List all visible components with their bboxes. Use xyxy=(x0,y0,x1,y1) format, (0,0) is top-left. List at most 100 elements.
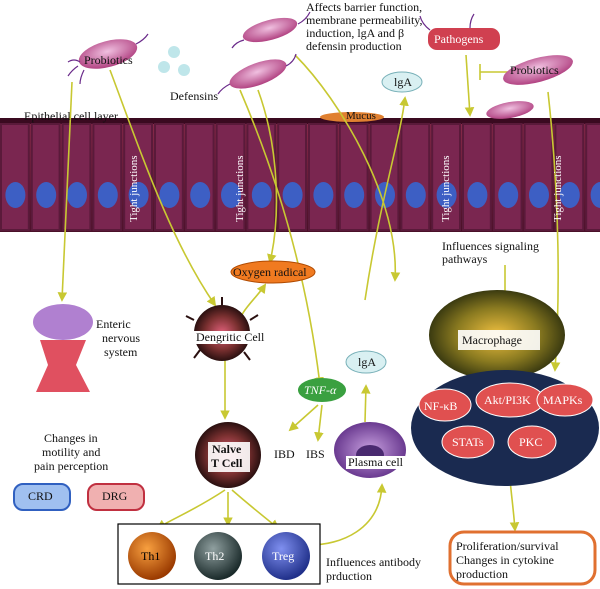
probiotics-left-bacterium xyxy=(67,33,149,85)
stats-label: STATs xyxy=(452,435,484,449)
changes-label-2: motility and xyxy=(42,445,101,459)
th2-shape xyxy=(194,532,242,580)
pathogens-label: Pathogens xyxy=(434,32,484,46)
affects-line-3: induction, lgA and β xyxy=(306,26,405,40)
mucus-label: Mucus xyxy=(346,110,376,122)
brush-border xyxy=(0,118,600,124)
arrow-pathogens xyxy=(464,54,475,117)
iga-mid-label: lgA xyxy=(358,355,376,369)
ibs-label: IBS xyxy=(306,447,325,461)
enteric-label-2: nervous xyxy=(102,331,140,345)
epithelial-cell xyxy=(184,123,215,231)
mucus-bar xyxy=(320,112,384,122)
epithelial-cell xyxy=(308,123,338,231)
enteric-label-3: system xyxy=(104,345,138,359)
affects-line-4: defensin production xyxy=(306,39,402,53)
arrow-to-treg xyxy=(231,489,280,530)
epithelial-cell xyxy=(492,123,523,231)
proliferation-label-2: Changes in cytokine xyxy=(456,553,554,567)
influences-signaling-label-2: pathways xyxy=(442,252,488,266)
arrow-to-oxygen xyxy=(257,89,278,264)
tight-junctions-label-1: Tight junctions xyxy=(128,155,140,222)
th2-label: Th2 xyxy=(205,549,225,563)
epithelial-layer xyxy=(0,118,600,232)
iga-top-shape xyxy=(381,71,423,93)
plasma-cell-shape xyxy=(334,422,406,478)
cell-nucleus xyxy=(97,182,118,208)
enteric-nervous-system-shape xyxy=(33,304,93,392)
cell-nucleus xyxy=(5,182,26,208)
defensins-label: Defensins xyxy=(170,89,218,103)
oxygen-radical-shape xyxy=(230,260,316,284)
arrow-to-ibs xyxy=(314,404,324,442)
arrow-to-plasma xyxy=(309,483,387,546)
th1-shape xyxy=(128,532,176,580)
cell-nucleus xyxy=(529,182,549,208)
naive-label-2: T Cell xyxy=(211,456,243,470)
epithelial-cell xyxy=(30,123,61,231)
epithelial-cell xyxy=(400,123,431,231)
top-bacteria xyxy=(217,11,311,95)
cell-nucleus xyxy=(590,182,600,208)
epithelial-cell xyxy=(585,123,600,231)
tnf-label: TNF-α xyxy=(304,383,337,397)
iga-mid-shape xyxy=(345,350,387,374)
cell-nucleus xyxy=(36,182,57,208)
cell-nucleus xyxy=(405,182,426,208)
epithelial-cell xyxy=(0,123,30,231)
oxygen-radical-label: Oxygen radical xyxy=(233,265,307,279)
th1-label: Th1 xyxy=(141,549,161,563)
arrow-plasma-iga xyxy=(360,384,371,423)
changes-label-3: pain perception xyxy=(34,459,109,473)
epithelial-cell xyxy=(277,123,308,231)
cell-nucleus xyxy=(436,182,457,208)
affects-line-1: Affects barrier function, xyxy=(306,0,423,14)
cell-nucleus xyxy=(344,182,365,208)
probiotics-right-bacterium xyxy=(486,55,573,119)
cell-nucleus xyxy=(282,182,303,208)
epithelial-cell xyxy=(215,123,246,231)
epithelial-cell xyxy=(61,123,92,231)
arrow-to-ibd xyxy=(288,404,319,432)
arrow-to-tnf xyxy=(239,89,324,387)
macrophage-shape xyxy=(429,290,565,380)
proliferation-label-3: production xyxy=(456,567,508,581)
arrow-up-iga xyxy=(364,96,409,301)
epithelial-cell xyxy=(92,123,123,231)
cell-nucleus xyxy=(559,182,580,208)
epithelial-layer-label: Epithelial cell layer xyxy=(24,109,118,123)
crd-shape xyxy=(13,483,71,511)
cell-nucleus xyxy=(221,182,241,208)
epithelial-cell xyxy=(462,123,492,231)
inhibit-line xyxy=(479,64,510,80)
proliferation-box xyxy=(448,530,597,586)
dendritic-cell-label: Dengritic Cell xyxy=(194,330,267,344)
arrow-to-dendritic xyxy=(109,69,217,307)
akt-pi3k-label: Akt/PI3K xyxy=(484,393,531,407)
arrow-to-proliferation xyxy=(509,479,520,532)
naive-label-1: Nalve xyxy=(212,442,242,456)
nfkb-label: NF-κB xyxy=(424,399,458,413)
iga-top-label: lgA xyxy=(394,75,412,89)
arrow-down-mid xyxy=(294,54,401,282)
drg-shape xyxy=(87,483,145,511)
mapks-label: MAPKs xyxy=(543,393,583,407)
plasma-cell-label: Plasma cell xyxy=(346,455,405,469)
epithelial-cell xyxy=(338,123,369,231)
proliferation-label-1: Proliferation/survival xyxy=(456,539,559,553)
cell-nucleus xyxy=(251,182,272,208)
cell-nucleus xyxy=(467,182,488,208)
tnf-shape xyxy=(298,378,346,402)
cell-nucleus xyxy=(498,182,519,208)
affects-line-2: membrane permeability, xyxy=(306,13,423,27)
pkc-label: PKC xyxy=(519,435,543,449)
cell-nucleus xyxy=(128,182,149,208)
arrow-to-enteric xyxy=(57,81,73,302)
pathogens-shape xyxy=(419,13,500,50)
crd-label: CRD xyxy=(28,489,53,503)
cell-nucleus xyxy=(67,182,87,208)
enteric-label-1: Enteric xyxy=(96,317,131,331)
pathway-arrows xyxy=(57,54,561,546)
